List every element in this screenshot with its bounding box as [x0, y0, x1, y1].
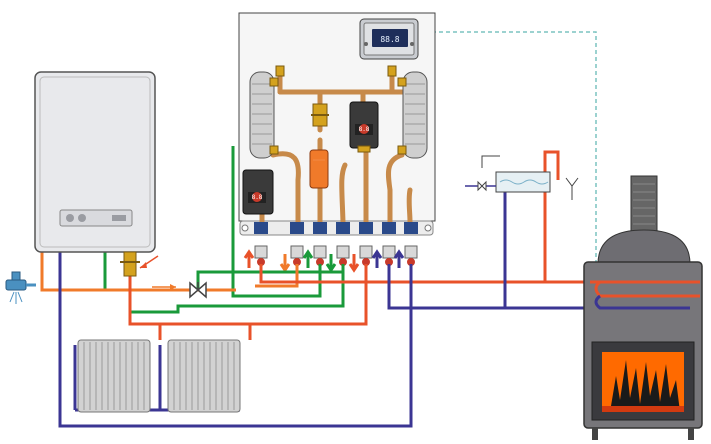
fitting-top-right — [387, 65, 397, 77]
wall-boiler — [34, 71, 156, 253]
valve-icon — [189, 281, 207, 299]
circulation-pump-right: 8.8 — [349, 101, 379, 153]
valve-1 — [254, 222, 268, 266]
controller-screen — [372, 29, 408, 47]
heat-exchanger-left — [249, 71, 279, 159]
expansion-tank — [465, 155, 579, 200]
separator-filter — [309, 149, 329, 189]
fire-icon — [610, 360, 680, 412]
flue-pipe-icon — [630, 175, 658, 237]
fitting-top-left — [275, 65, 285, 77]
boiler-control-panel — [59, 209, 133, 227]
valve-2 — [290, 222, 304, 266]
controller-display: 88.8 — [380, 35, 399, 44]
hydraulic-module: 88.8 8.8 8.8 — [238, 12, 436, 273]
control-signal-line — [418, 31, 597, 262]
valve-5 — [359, 222, 373, 266]
pointer-arrow — [139, 255, 159, 269]
circulation-pump-left: 8.8 — [242, 169, 274, 215]
flow-direction-arrow — [152, 284, 176, 290]
svg-text:8.8: 8.8 — [252, 194, 263, 201]
hot-supply-piping — [128, 150, 590, 340]
valve-3 — [313, 222, 327, 266]
valve-6 — [382, 222, 396, 266]
radiator-right — [167, 339, 241, 413]
green-circuit-piping — [103, 146, 345, 314]
boiler-fitting — [120, 251, 140, 277]
control-unit: 88.8 — [359, 18, 419, 60]
orange-circuit-piping — [40, 252, 299, 292]
flow-arrows — [243, 249, 405, 273]
valve-7 — [404, 222, 418, 266]
svg-text:8.8: 8.8 — [359, 126, 370, 133]
radiator-left — [77, 339, 151, 413]
mixing-valve — [311, 103, 329, 127]
stove-coil — [590, 280, 700, 310]
wood-stove — [583, 175, 703, 440]
connection-valves — [254, 222, 418, 266]
heat-exchanger-right — [397, 71, 428, 159]
tank-valve-icon — [477, 180, 487, 192]
valve-4 — [336, 222, 350, 266]
tap-icon — [5, 271, 36, 304]
